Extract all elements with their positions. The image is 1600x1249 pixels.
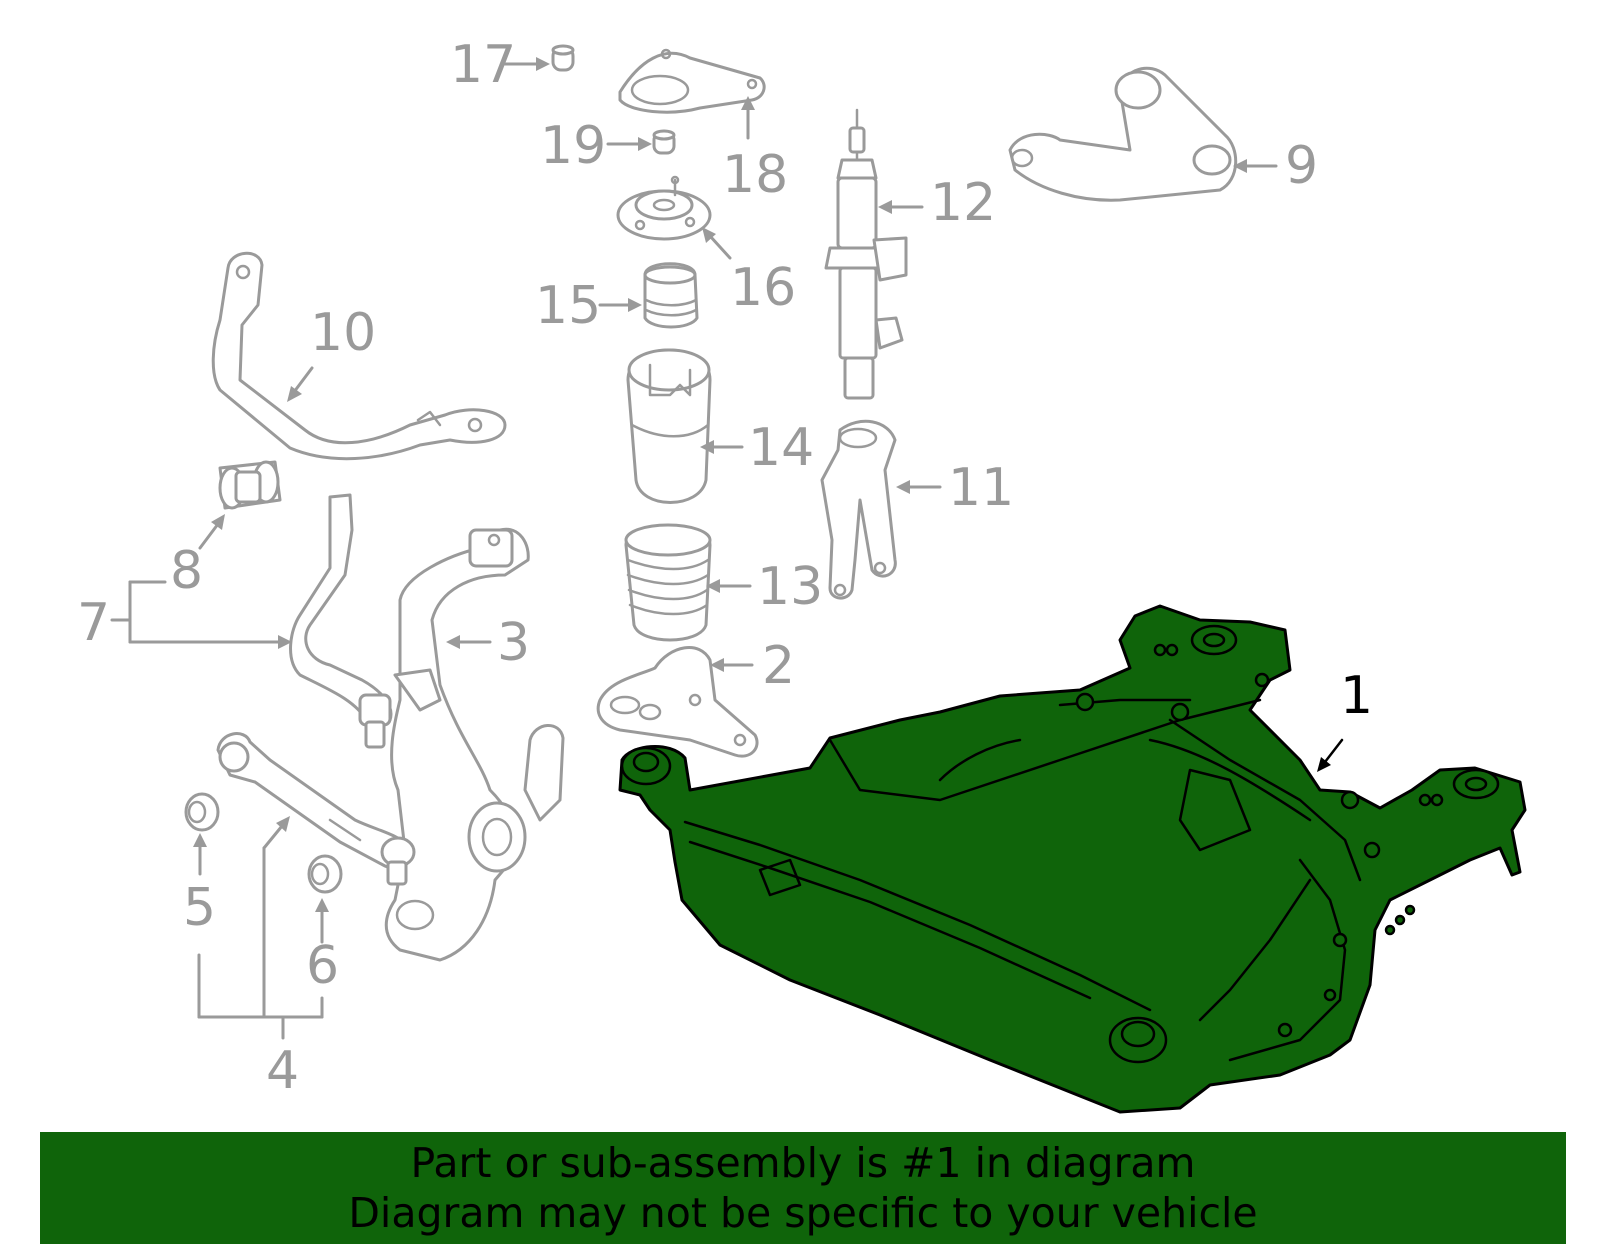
callout-9: 9 <box>1285 136 1318 196</box>
part-5-bushing <box>184 792 220 832</box>
leader-12 <box>878 200 924 214</box>
part-15-bump-stop <box>643 262 699 329</box>
leader-15 <box>598 298 642 312</box>
callout-2: 2 <box>762 636 795 696</box>
leader-19 <box>606 137 652 151</box>
leader-2 <box>710 658 754 672</box>
part-7-lower-arm <box>289 493 393 749</box>
leader-6 <box>315 898 329 944</box>
part-11-knuckle-arm <box>820 419 897 600</box>
part-13-spring-boot <box>624 523 712 642</box>
leader-1 <box>1317 738 1344 772</box>
banner-line-2: Diagram may not be specific to your vehi… <box>348 1189 1258 1237</box>
callout-15: 15 <box>535 276 601 336</box>
callout-4: 4 <box>266 1041 299 1101</box>
bracket-7 <box>110 580 292 649</box>
leader-9 <box>1233 159 1278 173</box>
leader-3 <box>446 635 492 649</box>
part-4-lower-arm-assembly <box>216 732 416 886</box>
callout-5: 5 <box>183 878 216 938</box>
leader-10 <box>287 366 314 402</box>
leader-8 <box>198 514 225 550</box>
part-17-cap <box>551 44 575 72</box>
callout-10: 10 <box>310 303 376 363</box>
part-6-bushing <box>307 854 343 894</box>
callout-6: 6 <box>306 936 339 996</box>
leader-5 <box>193 833 207 876</box>
callout-14: 14 <box>748 418 814 478</box>
leader-14 <box>700 440 744 454</box>
part-19-cap <box>652 129 676 155</box>
part-2-spring-seat <box>596 646 759 758</box>
part-16-strut-mount <box>616 175 712 241</box>
bracket-4 <box>197 816 324 1040</box>
part-8-bushing <box>218 460 282 510</box>
leader-13 <box>706 579 752 593</box>
callout-13: 13 <box>757 557 823 617</box>
part-14-air-spring <box>626 348 712 504</box>
callout-16: 16 <box>730 258 796 318</box>
callout-19: 19 <box>540 116 606 176</box>
callout-18: 18 <box>722 145 788 205</box>
part-12-strut <box>824 108 908 400</box>
callout-3: 3 <box>497 613 530 673</box>
part-1-subframe <box>618 604 1527 1114</box>
banner-line-1: Part or sub-assembly is #1 in diagram <box>410 1139 1196 1187</box>
leader-16 <box>702 227 732 260</box>
part-10-stabilizer-bar <box>211 251 507 461</box>
part-9-upper-arm <box>1008 66 1238 202</box>
info-banner: Part or sub-assembly is #1 in diagram Di… <box>40 1132 1566 1244</box>
leader-11 <box>896 480 942 494</box>
leader-18 <box>741 96 755 140</box>
callout-1: 1 <box>1340 666 1373 726</box>
callout-7: 7 <box>77 593 110 653</box>
part-18-mount-plate <box>618 48 766 114</box>
callout-11: 11 <box>948 458 1014 518</box>
leader-17 <box>503 57 550 71</box>
callout-17: 17 <box>450 35 516 95</box>
callout-8: 8 <box>170 541 203 601</box>
part-3-knuckle <box>384 527 565 962</box>
callout-12: 12 <box>930 173 996 233</box>
